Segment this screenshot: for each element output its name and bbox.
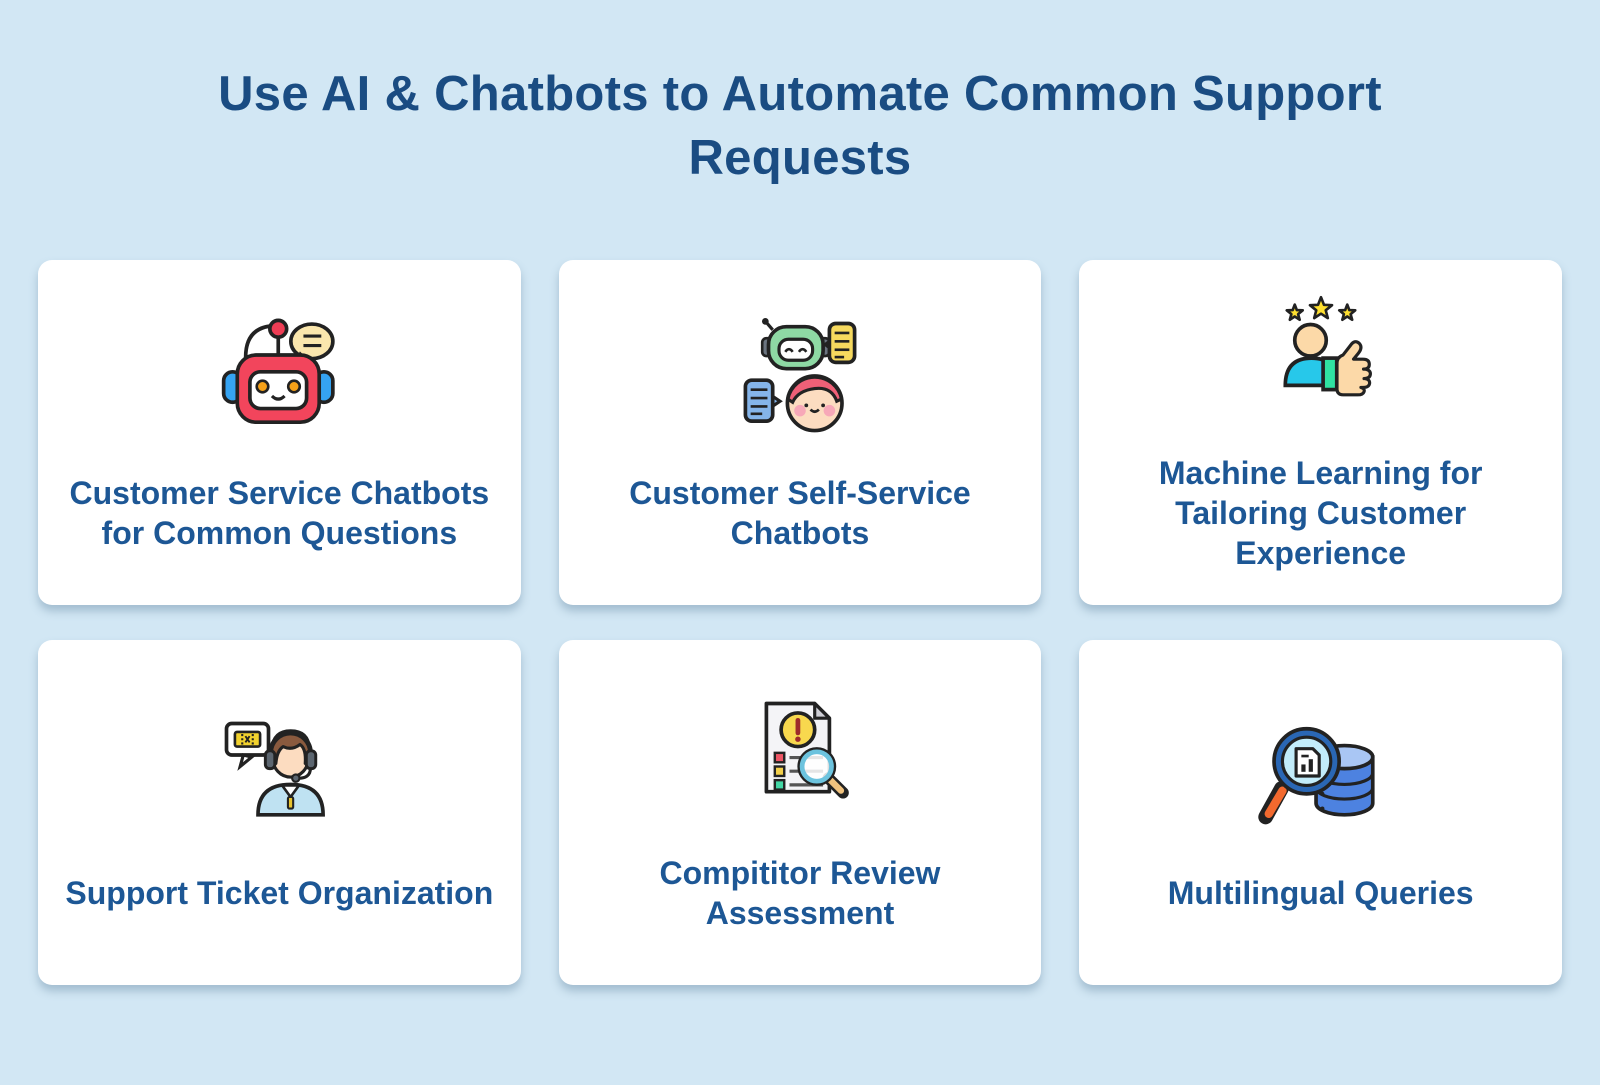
card-label: Compititor Review Assessment <box>659 854 941 931</box>
card-support-ticket-organization: Support Ticket Organization <box>38 640 521 985</box>
card-machine-learning-experience: Machine Learning for Tailoring Customer … <box>1079 260 1562 605</box>
support-agent-ticket-icon <box>216 713 342 839</box>
search-database-icon <box>1252 713 1389 839</box>
card-multilingual-queries: Multilingual Queries <box>1079 640 1562 985</box>
self-service-chatbot-icon <box>737 313 863 439</box>
card-label: Customer Self-Service Chatbots <box>629 474 971 551</box>
card-customer-self-service-chatbots: Customer Self-Service Chatbots <box>558 260 1042 605</box>
card-label: Customer Service Chatbots for Common Que… <box>69 474 490 551</box>
card-label: Support Ticket Organization <box>65 874 494 911</box>
machine-learning-thumbs-up-icon <box>1258 293 1384 419</box>
customer-service-chatbot-icon <box>210 313 349 439</box>
card-customer-service-chatbots: Customer Service Chatbots for Common Que… <box>38 260 521 605</box>
card-review-assessment: Compititor Review Assessment <box>558 640 1042 985</box>
cards-grid: Customer Service Chatbots for Common Que… <box>0 260 1600 985</box>
review-document-magnifier-icon <box>737 693 863 819</box>
card-label: Machine Learning for Tailoring Customer … <box>1158 454 1483 571</box>
card-label: Multilingual Queries <box>1167 874 1474 911</box>
page-title: Use AI & Chatbots to Automate Common Sup… <box>218 67 1382 185</box>
